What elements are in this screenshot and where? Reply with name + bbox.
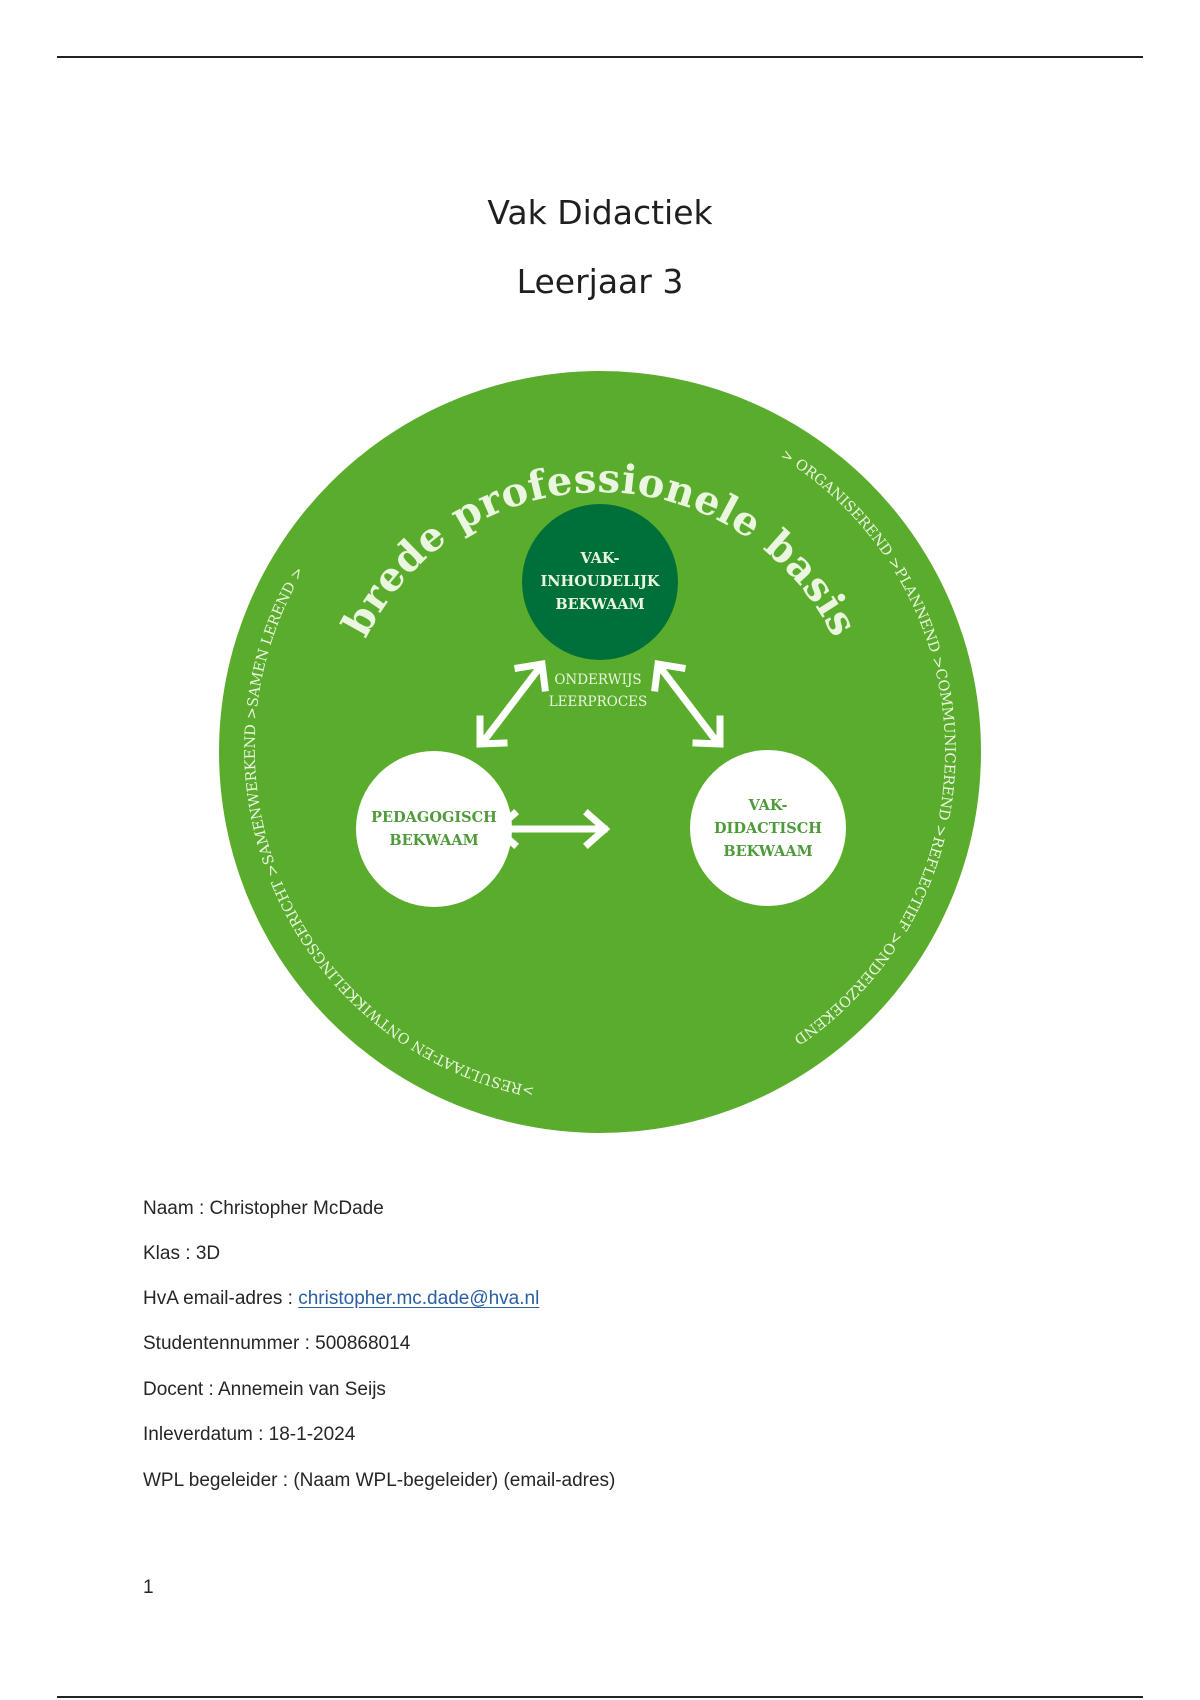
docent-label: Docent : (143, 1379, 218, 1400)
info-studentnummer: Studentennummer : 500868014 (143, 1333, 410, 1355)
vakdidactisch-bekwaam-node: VAK- DIDACTISCH BEKWAAM (690, 750, 846, 906)
naam-label: Naam : (143, 1198, 210, 1219)
arrow-top-right (651, 659, 724, 748)
top-circle-line1: VAK- (580, 550, 620, 567)
document-title: Vak Didactiek (487, 193, 713, 232)
header-rule (57, 56, 1143, 58)
pedagogisch-bekwaam-node: PEDAGOGISCH BEKWAAM (356, 751, 512, 907)
right-circle-line3: BEKWAAM (723, 843, 812, 860)
outer-circle (219, 371, 981, 1133)
left-circle-line2: BEKWAAM (389, 832, 478, 849)
info-email: HvA email-adres : christopher.mc.dade@hv… (143, 1288, 539, 1310)
document-subtitle: Leerjaar 3 (516, 262, 684, 301)
info-klas: Klas : 3D (143, 1243, 220, 1265)
info-docent: Docent : Annemein van Seijs (143, 1379, 386, 1401)
inleverdatum-value: 18-1-2024 (268, 1424, 356, 1445)
vakinhoudelijk-bekwaam-node: VAK- INHOUDELIJK BEKWAAM (522, 504, 678, 660)
studentnummer-value: 500868014 (315, 1333, 411, 1354)
klas-value: 3D (195, 1243, 221, 1264)
naam-value: Christopher McDade (209, 1198, 384, 1219)
left-circle-line1: PEDAGOGISCH (371, 809, 497, 826)
info-wpl: WPL begeleider : (Naam WPL-begeleider) (… (143, 1470, 615, 1492)
center-label-line1: ONDERWIJS (554, 672, 641, 688)
competence-diagram: brede professionele basis >RESULTAAT-EN … (219, 371, 981, 1133)
top-circle-line3: BEKWAAM (555, 596, 644, 613)
right-circle-line1: VAK- (748, 797, 788, 814)
info-inleverdatum: Inleverdatum : 18-1-2024 (143, 1424, 355, 1446)
inleverdatum-label: Inleverdatum : (143, 1424, 269, 1445)
right-circle-line2: DIDACTISCH (714, 820, 822, 837)
email-link[interactable]: christopher.mc.dade@hva.nl (298, 1288, 540, 1309)
page-number: 1 (143, 1577, 154, 1598)
wpl-value: (Naam WPL-begeleider) (email-adres) (293, 1470, 616, 1491)
email-label: HvA email-adres : (143, 1288, 299, 1309)
docent-value: Annemein van Seijs (218, 1379, 386, 1400)
top-circle-line2: INHOUDELIJK (540, 573, 660, 590)
info-naam: Naam : Christopher McDade (143, 1198, 384, 1220)
center-label-line2: LEERPROCES (549, 694, 648, 710)
wpl-label: WPL begeleider : (143, 1470, 294, 1491)
studentnummer-label: Studentennummer : (143, 1333, 316, 1354)
footer-rule (57, 1696, 1143, 1698)
klas-label: Klas : (143, 1243, 196, 1264)
arrow-top-left (476, 659, 549, 748)
